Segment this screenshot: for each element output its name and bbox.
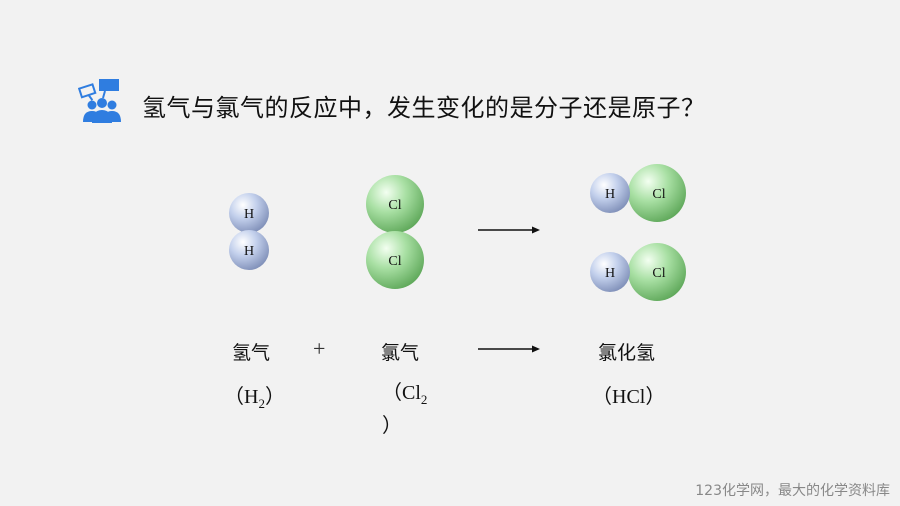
watermark: 123化学网，最大的化学资料库 [695, 483, 890, 499]
atom-label-h: H [244, 244, 254, 259]
hydrogen-atom [229, 193, 269, 233]
atom-label-cl: Cl [652, 266, 665, 281]
product-name: 氯化氢 [598, 342, 656, 364]
plus-sign: + [313, 336, 326, 361]
atom-label-h: H [244, 207, 254, 222]
atom-label-cl: Cl [652, 187, 665, 202]
hydrogen-atom [590, 173, 630, 213]
chlorine-molecule: Cl Cl [366, 175, 424, 289]
reactant1-name: 氢气 [232, 342, 271, 364]
reactant1-formula: （H2） [224, 386, 285, 411]
hcl-molecule: Cl H [590, 243, 686, 301]
hydrogen-atom [590, 252, 630, 292]
hydrogen-molecule: H H [229, 193, 269, 270]
page-title: 氢气与氯气的反应中，发生变化的是分子还是原子？ [142, 94, 706, 122]
atom-label-h: H [605, 187, 615, 202]
hydrogen-atom [229, 230, 269, 270]
chlorine-atom [628, 243, 686, 301]
reaction-arrow [478, 226, 540, 234]
chlorine-atom [366, 175, 424, 233]
product-formula: （HCl） [592, 386, 666, 408]
reactant2-name: 氯气 [381, 342, 420, 364]
hcl-molecule: Cl H [590, 164, 686, 222]
atom-label-cl: Cl [388, 198, 401, 213]
atom-label-cl: Cl [388, 254, 401, 269]
chlorine-atom [628, 164, 686, 222]
reactant2-formula: （Cl2） [382, 382, 428, 437]
equation-arrow [478, 345, 540, 353]
chlorine-atom [366, 231, 424, 289]
people-with-sign-icon [78, 79, 121, 123]
atom-label-h: H [605, 266, 615, 281]
